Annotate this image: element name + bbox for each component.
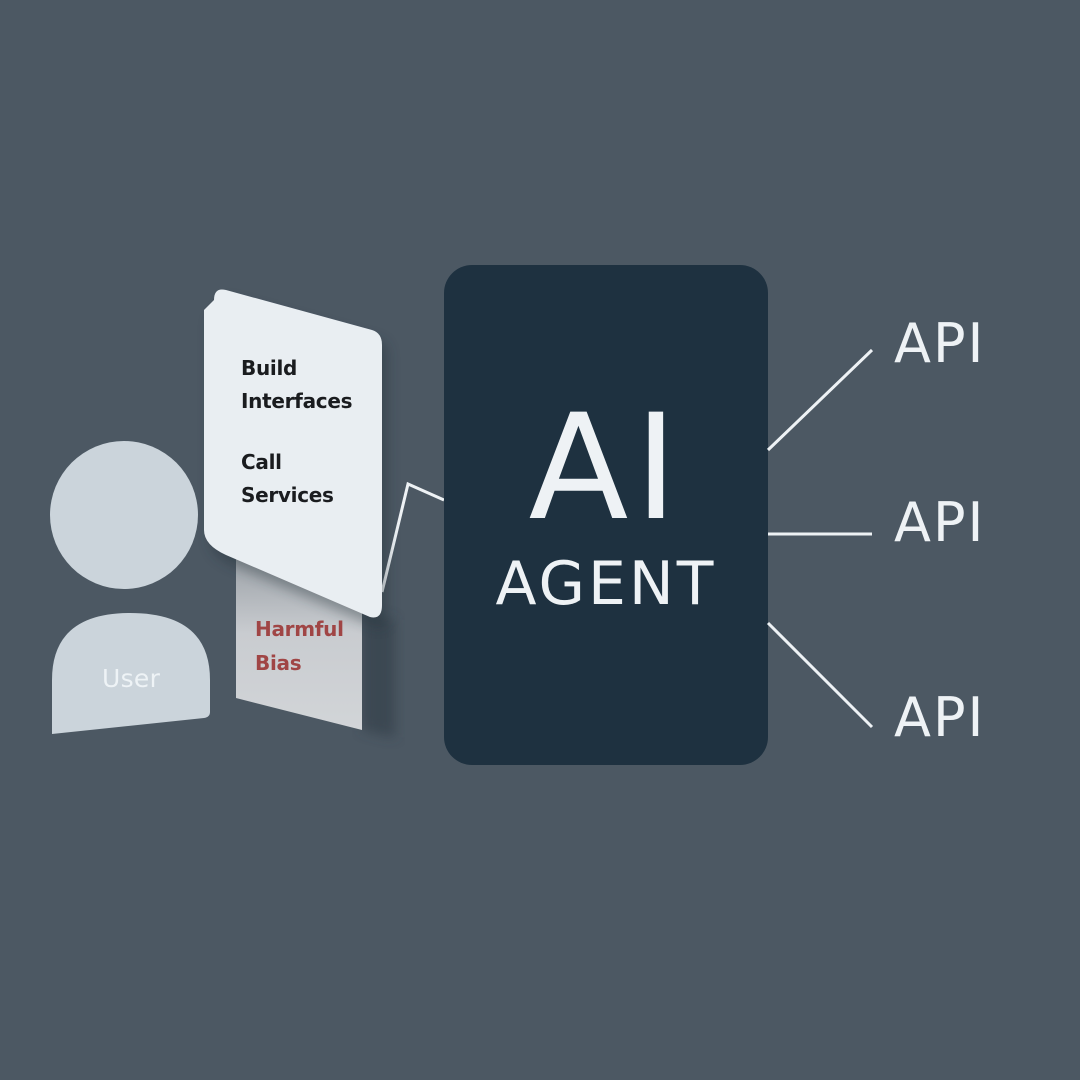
api-connector-top [766,348,874,452]
agent-box [444,265,768,765]
bias-item-harmful: Harmful [255,617,344,641]
panel-agent-connector [380,481,445,593]
panel-item-build: Build [241,356,298,380]
panel-item-interfaces: Interfaces [241,389,353,413]
capabilities-panel-shape [204,289,382,618]
panel-item-call: Call [241,450,282,474]
agent-subtitle: AGENT [495,549,717,619]
panel-item-services: Services [241,483,334,507]
user-icon [50,441,210,734]
capabilities-panel [204,289,388,628]
api-label-bottom: API [894,686,986,749]
bias-item-bias: Bias [255,651,302,675]
user-body [52,613,210,734]
api-label-middle: API [894,491,986,554]
api-connector-bottom [766,621,874,729]
user-head [50,441,198,589]
agent-title: AI [528,383,684,553]
api-label-top: API [894,312,986,375]
user-label: User [102,664,161,693]
bias-panel-shadow [362,612,395,738]
